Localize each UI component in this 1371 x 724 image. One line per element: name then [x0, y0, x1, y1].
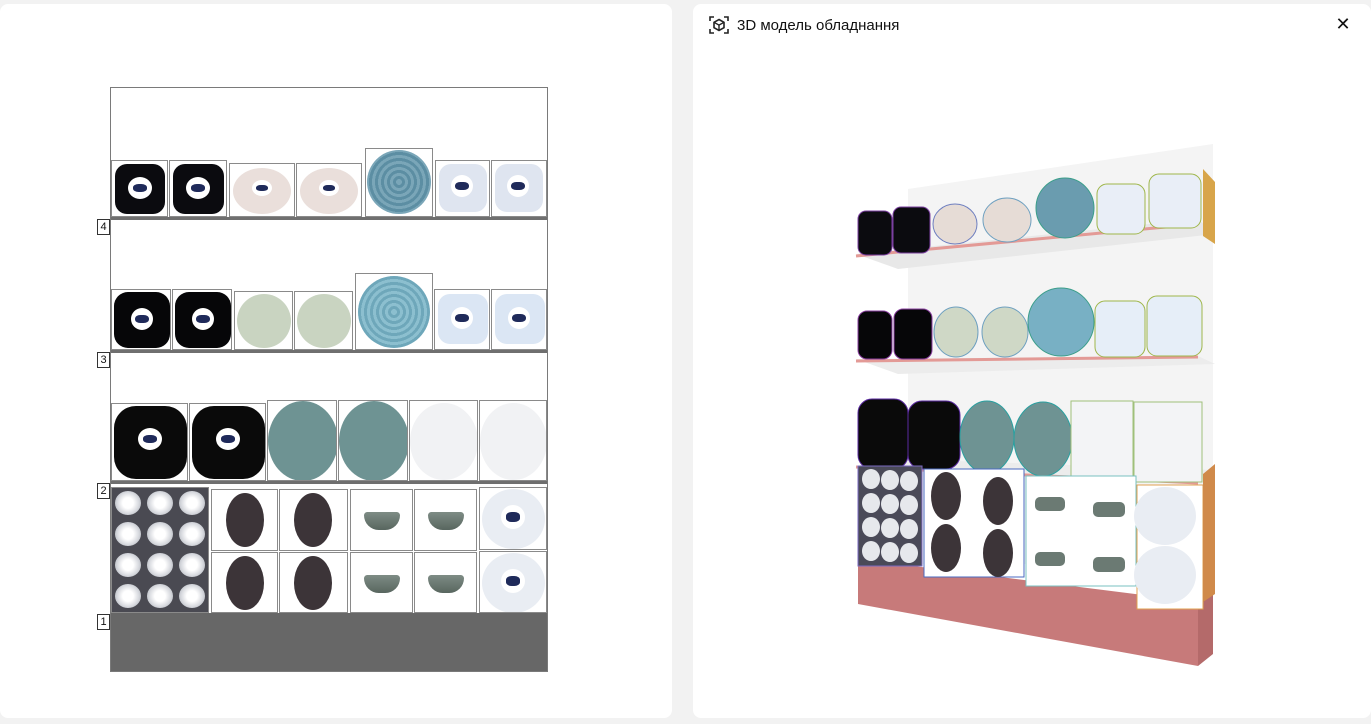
- model-product: [982, 197, 1032, 243]
- product-white-square-plate[interactable]: [434, 289, 490, 350]
- model-panel: 3D модель обладнання ✕: [693, 4, 1371, 718]
- model-product: [932, 203, 978, 245]
- model-product: [1096, 183, 1146, 235]
- product-beige-plate[interactable]: [296, 163, 362, 217]
- product-mini-plate-pack[interactable]: [111, 487, 209, 613]
- cube-scan-icon: [709, 16, 729, 34]
- product-white-square-plate[interactable]: [435, 160, 490, 217]
- product-black-large-plate[interactable]: [189, 403, 266, 481]
- product-sage-plate[interactable]: [234, 291, 293, 350]
- product-dark-oval-plate[interactable]: [211, 552, 278, 613]
- product-black-square-plate[interactable]: [169, 160, 227, 217]
- product-dark-oval-plate[interactable]: [211, 489, 278, 551]
- product-white-plate[interactable]: [409, 400, 478, 481]
- model-panel-title: 3D модель обладнання: [737, 16, 900, 34]
- shelf-number-2: 2: [97, 483, 110, 499]
- model-product: [857, 310, 893, 360]
- model-product: [933, 306, 979, 358]
- product-sage-plate[interactable]: [294, 291, 353, 350]
- product-black-square-plate[interactable]: [111, 289, 171, 350]
- model-product: [1027, 287, 1095, 357]
- model-product: [907, 400, 961, 470]
- model-product: [1035, 177, 1095, 239]
- product-black-square-plate[interactable]: [172, 289, 232, 350]
- model-product: [857, 398, 909, 470]
- model-product: [893, 308, 933, 360]
- model-product: [959, 400, 1015, 474]
- planogram: 4 3: [97, 87, 548, 672]
- shelf-4: [111, 217, 547, 220]
- product-teal-plate[interactable]: [338, 400, 408, 481]
- model-base-front: [858, 559, 1198, 666]
- equipment-3d-model[interactable]: [693, 4, 1371, 718]
- product-teal-plate[interactable]: [267, 400, 337, 481]
- shelf-number-1: 1: [97, 614, 110, 630]
- model-product: [1094, 300, 1146, 358]
- shelf-2: [111, 481, 547, 484]
- model-product: [1070, 400, 1134, 478]
- product-white-plate[interactable]: [479, 400, 547, 481]
- product-green-bowl[interactable]: [350, 552, 413, 613]
- close-button[interactable]: ✕: [1335, 14, 1351, 34]
- model-product: [1133, 401, 1203, 483]
- model-panel-header: 3D модель обладнання: [709, 14, 899, 36]
- model-product: [1146, 295, 1203, 357]
- product-green-bowl[interactable]: [414, 489, 477, 551]
- product-green-bowl[interactable]: [350, 489, 413, 551]
- model-product: [1013, 401, 1073, 477]
- shelf-number-4: 4: [97, 219, 110, 235]
- product-white-round-plate[interactable]: [479, 551, 547, 613]
- shelf-3: [111, 350, 547, 353]
- shelf-number-3: 3: [97, 352, 110, 368]
- product-white-square-plate[interactable]: [491, 289, 547, 350]
- product-black-square-plate[interactable]: [111, 160, 168, 217]
- product-white-round-plate[interactable]: [479, 487, 547, 550]
- model-product: [1025, 475, 1137, 587]
- product-dark-oval-plate[interactable]: [279, 489, 348, 551]
- product-beige-plate[interactable]: [229, 163, 295, 217]
- model-product: [857, 210, 893, 256]
- planogram-base: [111, 613, 547, 671]
- product-green-bowl[interactable]: [414, 552, 477, 613]
- model-product: [1148, 173, 1202, 229]
- product-blue-spiral-plate[interactable]: [365, 148, 433, 217]
- model-product: [892, 206, 931, 254]
- product-white-square-plate[interactable]: [491, 160, 547, 217]
- planogram-panel: 4 3: [0, 4, 672, 718]
- product-black-large-plate[interactable]: [111, 403, 188, 481]
- product-blue-spiral-plate[interactable]: [355, 273, 433, 350]
- model-product: [981, 306, 1029, 358]
- product-dark-oval-plate[interactable]: [279, 552, 348, 613]
